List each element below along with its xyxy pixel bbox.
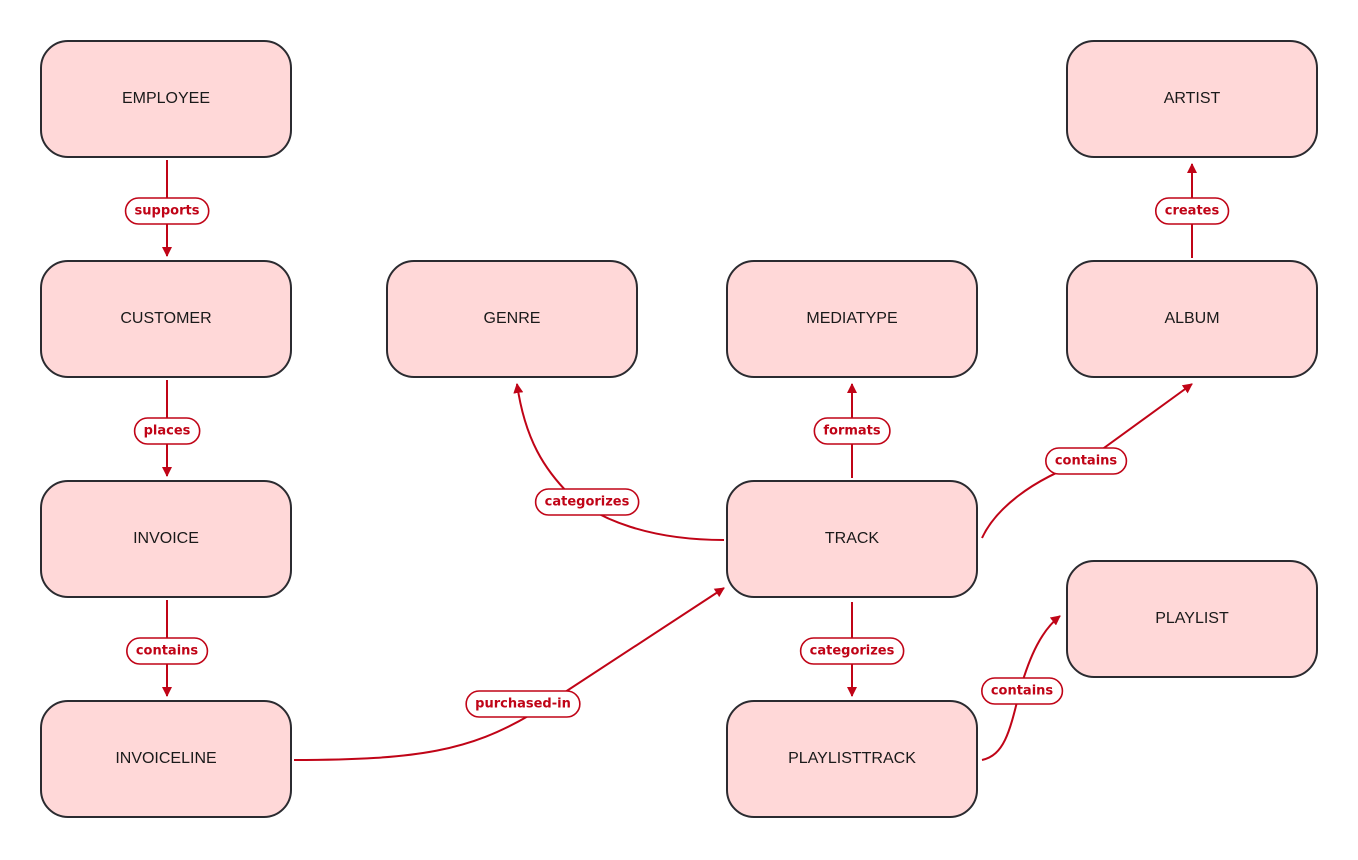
edge-track-genre[interactable]	[513, 383, 725, 541]
node-invoice[interactable]: INVOICE	[40, 480, 292, 598]
edge-label-pill	[124, 197, 210, 225]
edge-label-text: categorizes	[545, 495, 630, 510]
edge-label-employee-customer[interactable]: supports	[124, 197, 210, 225]
edge-label-text: contains	[1055, 454, 1118, 469]
edge-invoiceline-track[interactable]	[293, 587, 725, 761]
edge-label-text: categorizes	[810, 644, 895, 659]
edge-label-text: formats	[823, 424, 881, 439]
node-album[interactable]: ALBUM	[1066, 260, 1318, 378]
edge-label-pill	[534, 488, 640, 516]
edge-label-track-mediatype[interactable]: formats	[813, 417, 891, 445]
edge-label-pill	[813, 417, 891, 445]
edge-label-pill	[981, 677, 1064, 705]
edge-label-playlisttrack-playlist[interactable]: contains	[981, 677, 1064, 705]
edge-label-text: creates	[1165, 204, 1220, 219]
edge-label-album-artist[interactable]: creates	[1154, 197, 1230, 225]
edge-label-track-album[interactable]: contains	[1045, 447, 1128, 475]
edge-label-customer-invoice[interactable]: places	[133, 417, 201, 445]
edge-label-track-playlisttrack[interactable]: categorizes	[799, 637, 905, 665]
edge-label-text: places	[144, 424, 191, 439]
edge-label-pill	[133, 417, 201, 445]
node-employee[interactable]: EMPLOYEE	[40, 40, 292, 158]
edge-label-pill	[126, 637, 209, 665]
edge-label-track-genre[interactable]: categorizes	[534, 488, 640, 516]
node-playlisttrack[interactable]: PLAYLISTTRACK	[726, 700, 978, 818]
node-artist[interactable]: ARTIST	[1066, 40, 1318, 158]
node-invoiceline[interactable]: INVOICELINE	[40, 700, 292, 818]
edge-label-pill	[799, 637, 905, 665]
edge-label-text: contains	[136, 644, 199, 659]
node-track[interactable]: TRACK	[726, 480, 978, 598]
edge-label-invoice-invoiceline[interactable]: contains	[126, 637, 209, 665]
edge-label-pill	[465, 690, 581, 718]
edge-label-pill	[1045, 447, 1128, 475]
node-mediatype[interactable]: MEDIATYPE	[726, 260, 978, 378]
edge-label-text: supports	[135, 204, 200, 219]
edge-label-invoiceline-track[interactable]: purchased-in	[465, 690, 581, 718]
node-genre[interactable]: GENRE	[386, 260, 638, 378]
node-customer[interactable]: CUSTOMER	[40, 260, 292, 378]
edge-label-text: purchased-in	[475, 697, 571, 712]
edge-label-pill	[1154, 197, 1230, 225]
edge-label-text: contains	[991, 684, 1054, 699]
node-playlist[interactable]: PLAYLIST	[1066, 560, 1318, 678]
